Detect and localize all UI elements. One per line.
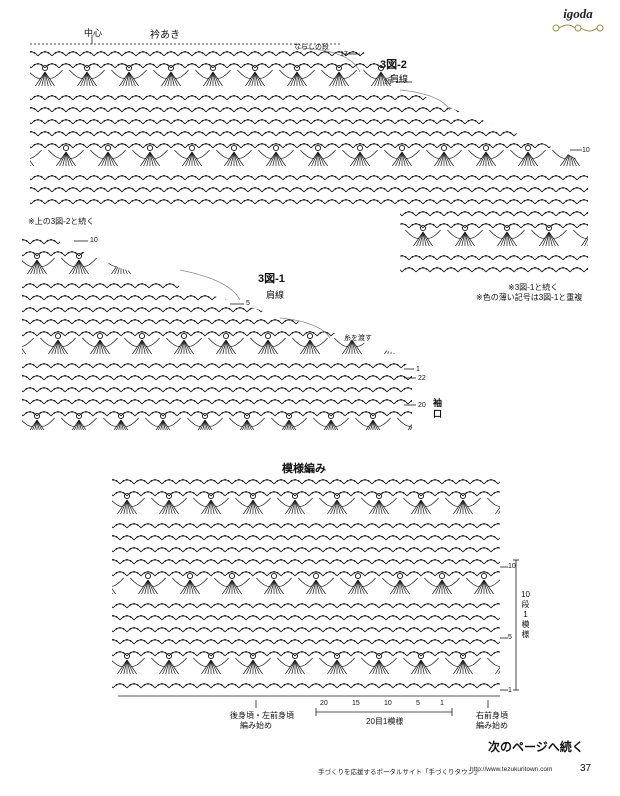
brand-logo: igoda	[563, 6, 593, 21]
row-number: 5	[508, 634, 512, 641]
pattern-stitch-title: 模様編み	[282, 463, 326, 475]
stitch-repeat-label: 20目1模様	[366, 717, 404, 726]
page-number: 37	[580, 763, 592, 774]
row-repeat-label: 10段1模様	[521, 590, 530, 639]
row-number: 5	[246, 300, 250, 307]
note-top-continue: ※上の3図-2と続く	[28, 217, 95, 226]
row-number: 10	[90, 237, 98, 244]
row-number: 10	[508, 563, 516, 570]
start-label-left: 後身頃・左前身頃	[230, 711, 294, 720]
stitch-number: 5	[416, 700, 420, 707]
smooth-row-label: ならしの段	[294, 44, 329, 51]
row-number: 17	[340, 51, 348, 58]
stitch-number: 1	[440, 700, 444, 707]
footer-url[interactable]: http://www.tezukuritown.com	[470, 766, 553, 773]
start-label-right: 右前身頃	[476, 711, 508, 720]
stitch-number: 20	[320, 700, 328, 707]
stitch-number: 10	[384, 700, 392, 707]
row-number: 22	[418, 375, 426, 382]
chart-title-3-2: 3図-2	[380, 59, 407, 71]
stitch-number: 15	[352, 700, 360, 707]
pattern-top	[30, 50, 588, 273]
chart-guides	[30, 35, 582, 716]
thread-carry-label: 糸を渡す	[344, 335, 372, 342]
chart-title-3-1: 3図-1	[258, 273, 285, 285]
shoulder-line-label: 肩線	[266, 290, 285, 300]
row-number: 15	[384, 79, 392, 86]
shoulder-line-label: 肩線	[390, 74, 409, 84]
row-number: 20	[418, 402, 426, 409]
pattern-middle	[22, 238, 412, 430]
note-overlap: ※色の薄い記号は3図-1と重複	[476, 293, 583, 302]
center-label: 中心	[84, 28, 103, 38]
note-continue: ※3図-1と続く	[508, 283, 559, 292]
pattern-bottom	[112, 478, 500, 689]
row-number: 1	[508, 687, 512, 694]
floral-ornament-icon	[552, 24, 604, 32]
start-label-right-2: 編み始め	[476, 721, 508, 730]
row-number: 10	[582, 147, 590, 154]
footer-portal: 手づくりを応援するポータルサイト「手づくりタウン」	[318, 769, 481, 776]
sleeve-cuff-label: 袖口	[432, 398, 442, 419]
collar-opening-label: 衿あき	[150, 30, 180, 41]
continue-next-page: 次のページへ続く	[488, 740, 584, 754]
row-number: 1	[416, 366, 420, 373]
start-label-left-2: 編み始め	[240, 721, 272, 730]
